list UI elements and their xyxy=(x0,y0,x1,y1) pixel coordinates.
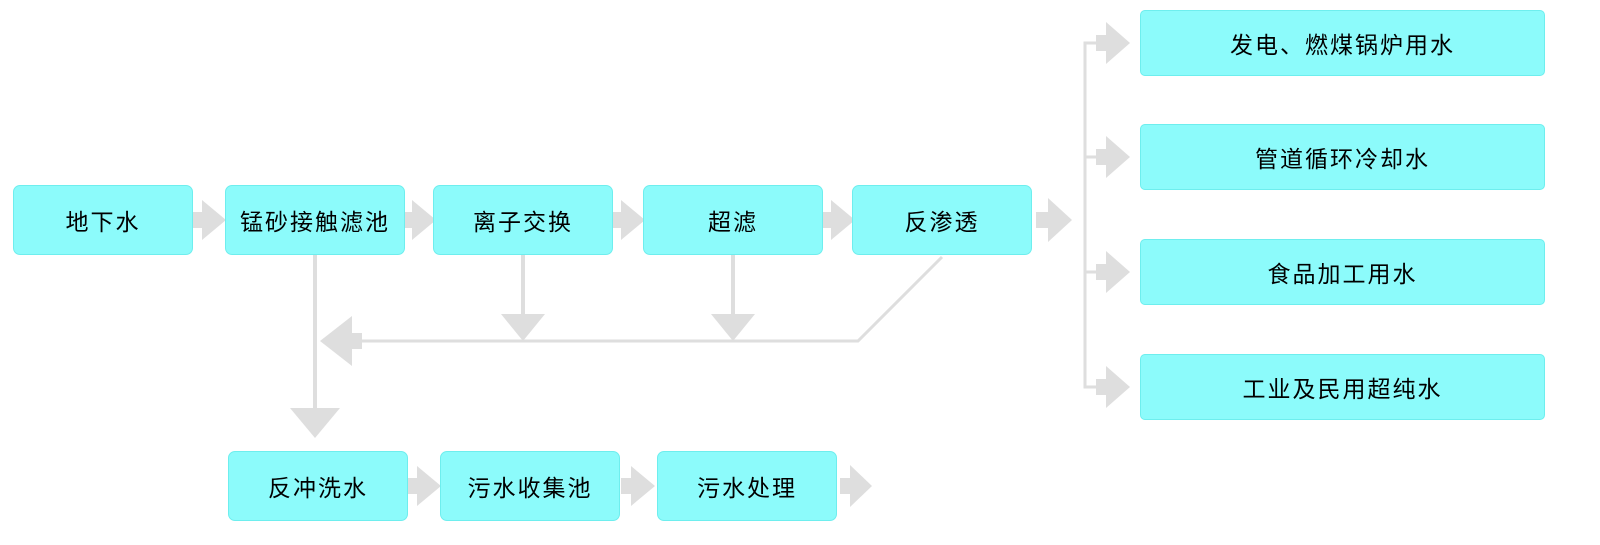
arrow-to-food-processing-water-icon xyxy=(1096,251,1130,293)
node-power-boiler-water: 发电、燃煤锅炉用水 xyxy=(1140,10,1545,76)
arrow-ultrafiltration-drain-icon xyxy=(711,314,755,341)
arrow-manganese-filter-to-ion-exchange-icon xyxy=(402,200,436,240)
node-pipeline-cooling-water: 管道循环冷却水 xyxy=(1140,124,1545,190)
node-sewage-collection-pool: 污水收集池 xyxy=(440,451,620,521)
node-backwash-water: 反冲洗水 xyxy=(228,451,408,521)
node-reverse-osmosis: 反渗透 xyxy=(852,185,1032,255)
node-food-processing-water: 食品加工用水 xyxy=(1140,239,1545,305)
output-distribution-line xyxy=(1083,41,1098,389)
arrow-sewage-treatment-out-icon xyxy=(840,465,872,507)
node-ion-exchange: 离子交换 xyxy=(433,185,613,255)
arrow-ion-exchange-drain-icon xyxy=(501,314,545,341)
node-sewage-treatment: 污水处理 xyxy=(657,451,837,521)
arrow-to-backwash-water-icon xyxy=(290,408,340,438)
drain-collect-line xyxy=(352,255,944,343)
node-ultrapure-water: 工业及民用超纯水 xyxy=(1140,354,1545,420)
arrow-ultrafiltration-to-reverse-osmosis-icon xyxy=(821,200,855,240)
arrow-groundwater-to-manganese-filter-icon xyxy=(192,200,226,240)
node-groundwater: 地下水 xyxy=(13,185,193,255)
node-ultrafiltration: 超滤 xyxy=(643,185,823,255)
arrow-sewage-collection-to-treatment-icon xyxy=(621,466,655,506)
arrow-to-power-boiler-water-icon xyxy=(1096,22,1130,64)
arrow-ion-exchange-to-ultrafiltration-icon xyxy=(611,200,645,240)
node-manganese-sand-filter: 锰砂接触滤池 xyxy=(225,185,405,255)
arrow-to-pipeline-cooling-water-icon xyxy=(1096,136,1130,178)
arrow-to-ultrapure-water-icon xyxy=(1096,366,1130,408)
arrow-collect-left-icon xyxy=(320,316,362,366)
arrow-backwash-to-sewage-collection-icon xyxy=(407,466,441,506)
arrow-reverse-osmosis-to-outputs-icon xyxy=(1036,198,1072,242)
